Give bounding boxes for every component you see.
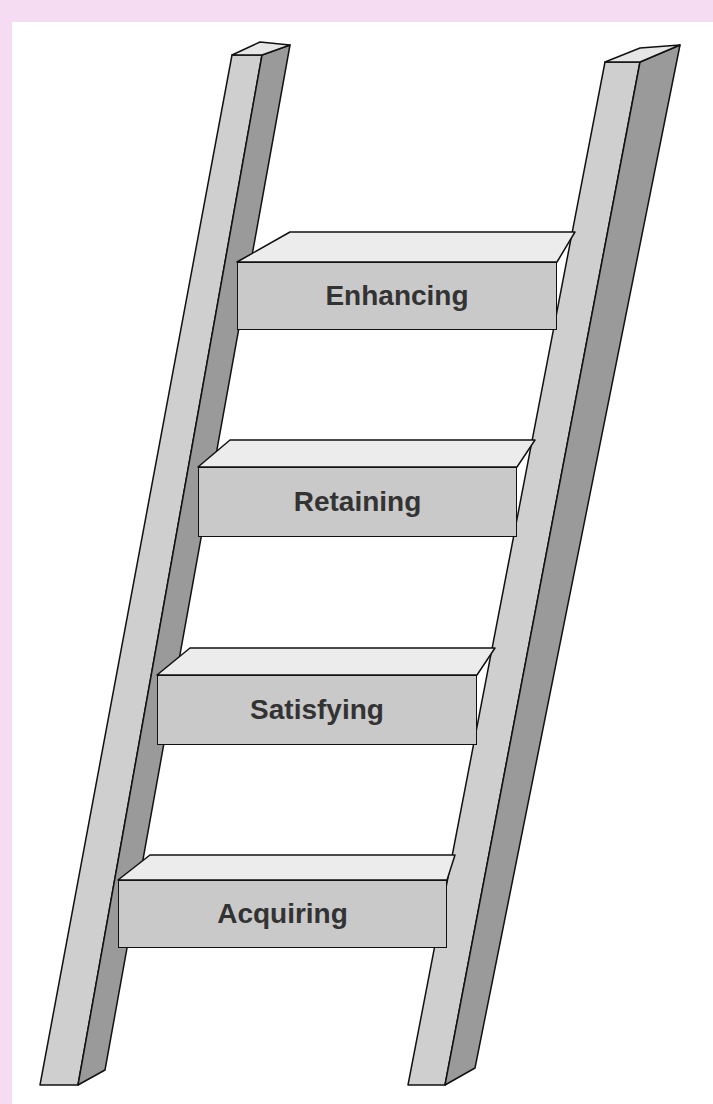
rung-top [157, 648, 495, 675]
right-rail-side [445, 45, 680, 1085]
right-rail-cap [605, 45, 680, 62]
rung-label: Satisfying [240, 694, 394, 726]
ladder-rung: Enhancing [237, 262, 557, 330]
rung-label: Acquiring [207, 898, 358, 930]
rung-top [198, 440, 535, 467]
white-ground [12, 22, 713, 1104]
rung-label: Enhancing [315, 280, 478, 312]
rung-label: Retaining [284, 486, 432, 518]
rung-top [118, 855, 455, 880]
ladder-rung: Satisfying [157, 675, 477, 745]
ladder-rung: Acquiring [118, 880, 447, 948]
rung-top [237, 232, 575, 262]
ladder-rung: Retaining [198, 467, 517, 537]
left-rail-cap [232, 42, 290, 55]
